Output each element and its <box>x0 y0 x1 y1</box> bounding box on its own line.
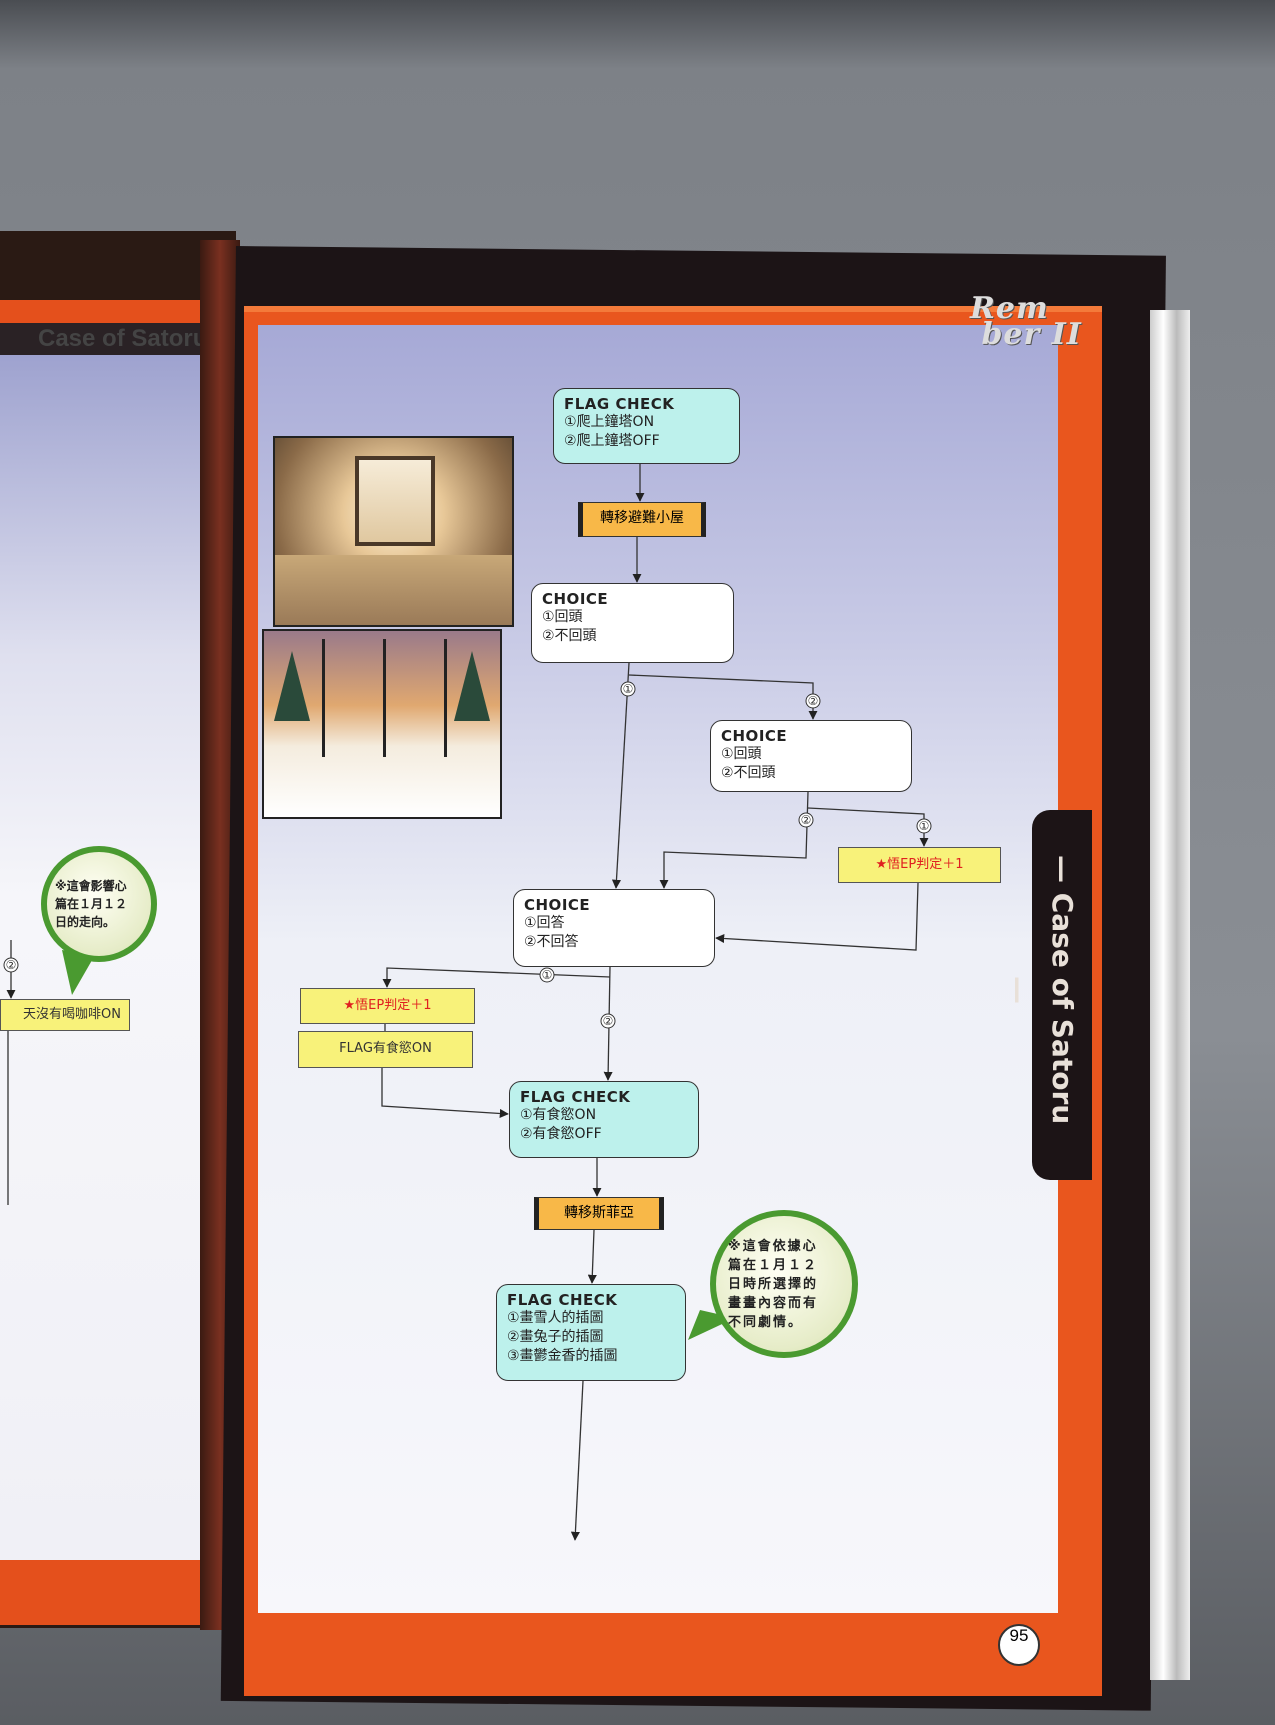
label-one: ① <box>623 682 634 696</box>
label-two: ② <box>808 694 819 708</box>
ep-plus-one-right: ★悟EP判定＋1 <box>838 847 1001 883</box>
side-tab <box>1032 810 1092 1180</box>
ep-plus-one-left: ★悟EP判定＋1 <box>300 988 475 1024</box>
flag-appetite-on: FLAG有食慾ON <box>298 1031 473 1068</box>
left-bubble-tail <box>62 950 95 995</box>
flag-check-clock-tower: FLAG CHECK ①爬上鐘塔ON ②爬上鐘塔OFF <box>553 388 740 464</box>
side-title: — Case of Satoru — <box>1002 855 1079 1125</box>
page-number: 95 <box>998 1624 1040 1666</box>
left-note-coffee: 天沒有喝咖啡ON <box>0 999 130 1031</box>
screenshot-corridor <box>273 436 514 627</box>
transfer-shelter: 轉移避難小屋 <box>578 502 706 537</box>
transfer-sphere: 轉移斯菲亞 <box>534 1197 664 1230</box>
screenshot-court <box>262 629 502 819</box>
page-edges <box>1150 310 1190 1680</box>
left-label-two: ② <box>6 958 17 972</box>
left-page-title: Case of Satoru <box>0 323 215 355</box>
game-logo: Rem ber II <box>970 291 1082 352</box>
label-two: ② <box>603 1014 614 1028</box>
label-two: ② <box>801 813 812 827</box>
branch-labels: ① ② ② ① ① ② ② <box>3 681 932 1029</box>
label-one: ① <box>542 968 553 982</box>
label-one: ① <box>919 819 930 833</box>
